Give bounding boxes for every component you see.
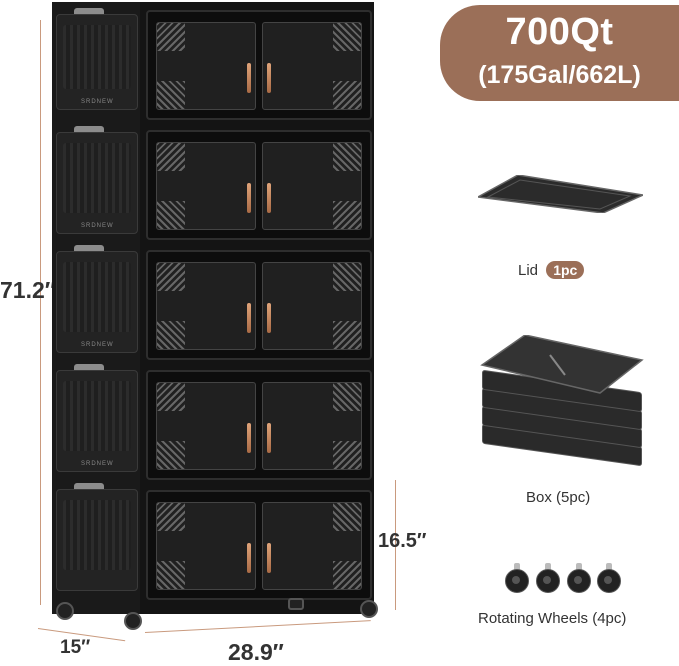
side-tier: SRDNEW [56, 132, 138, 234]
side-tier: SRDNEW [56, 370, 138, 472]
capacity-gallons-liters: (175Gal/662L) [478, 61, 641, 89]
door-right [262, 502, 362, 590]
caster-wheel [597, 563, 621, 593]
carry-handle [74, 126, 104, 135]
door-handle [247, 423, 251, 453]
cabinet-wheel [124, 612, 142, 630]
door-right [262, 22, 362, 110]
cabinet-wheel [288, 598, 304, 610]
door-left [156, 142, 256, 230]
caster-wheel [567, 563, 591, 593]
cabinet-side-panel: SRDNEW SRDNEW SRDNEW SRDNEW [52, 2, 142, 614]
carry-handle [74, 245, 104, 254]
door-right [262, 382, 362, 470]
door-right [262, 262, 362, 350]
door-handle [267, 63, 271, 93]
door-right [262, 142, 362, 230]
cabinet-tier [146, 490, 372, 600]
door-handle [247, 183, 251, 213]
capacity-quarts: 700Qt [505, 11, 614, 53]
door-handle [267, 183, 271, 213]
door-left [156, 502, 256, 590]
box-caption: Box (5pc) [526, 489, 591, 506]
storage-cabinet: SRDNEW SRDNEW SRDNEW SRDNEW [52, 2, 378, 630]
capacity-badge: 700Qt (175Gal/662L) [440, 5, 679, 101]
height-label: 71.2″ [0, 277, 56, 303]
lid-count-badge: 1pc [546, 261, 585, 279]
tier-height-label: 16.5″ [378, 530, 427, 552]
carry-handle [74, 8, 104, 17]
door-left [156, 22, 256, 110]
side-tier: SRDNEW [56, 251, 138, 353]
wheels-caption: Rotating Wheels (4pc) [478, 610, 627, 627]
side-tier [56, 489, 138, 591]
cabinet-tier [146, 130, 372, 240]
carry-handle [74, 364, 104, 373]
width-label: 28.9″ [228, 639, 284, 665]
cabinet-front [140, 2, 374, 614]
door-handle [267, 303, 271, 333]
caster-wheel [536, 563, 560, 593]
door-handle [247, 543, 251, 573]
cabinet-tier [146, 250, 372, 360]
lid-image [475, 174, 646, 214]
door-handle [267, 423, 271, 453]
lid-label: Lid [518, 262, 539, 279]
cabinet-tier [146, 10, 372, 120]
carry-handle [74, 483, 104, 492]
door-handle [247, 63, 251, 93]
door-handle [267, 543, 271, 573]
tier-height-dimension-line [395, 480, 396, 610]
cabinet-wheel [360, 600, 378, 618]
lid-caption: Lid 1pc [518, 261, 585, 279]
depth-label: 15″ [60, 637, 91, 658]
width-dimension-line [144, 620, 371, 633]
caster-wheel [505, 563, 529, 593]
cabinet-wheel [56, 602, 74, 620]
box-stack-image [480, 335, 645, 467]
door-handle [247, 303, 251, 333]
height-dimension-line [40, 20, 41, 605]
side-tier: SRDNEW [56, 14, 138, 110]
door-left [156, 262, 256, 350]
cabinet-tier [146, 370, 372, 480]
door-left [156, 382, 256, 470]
